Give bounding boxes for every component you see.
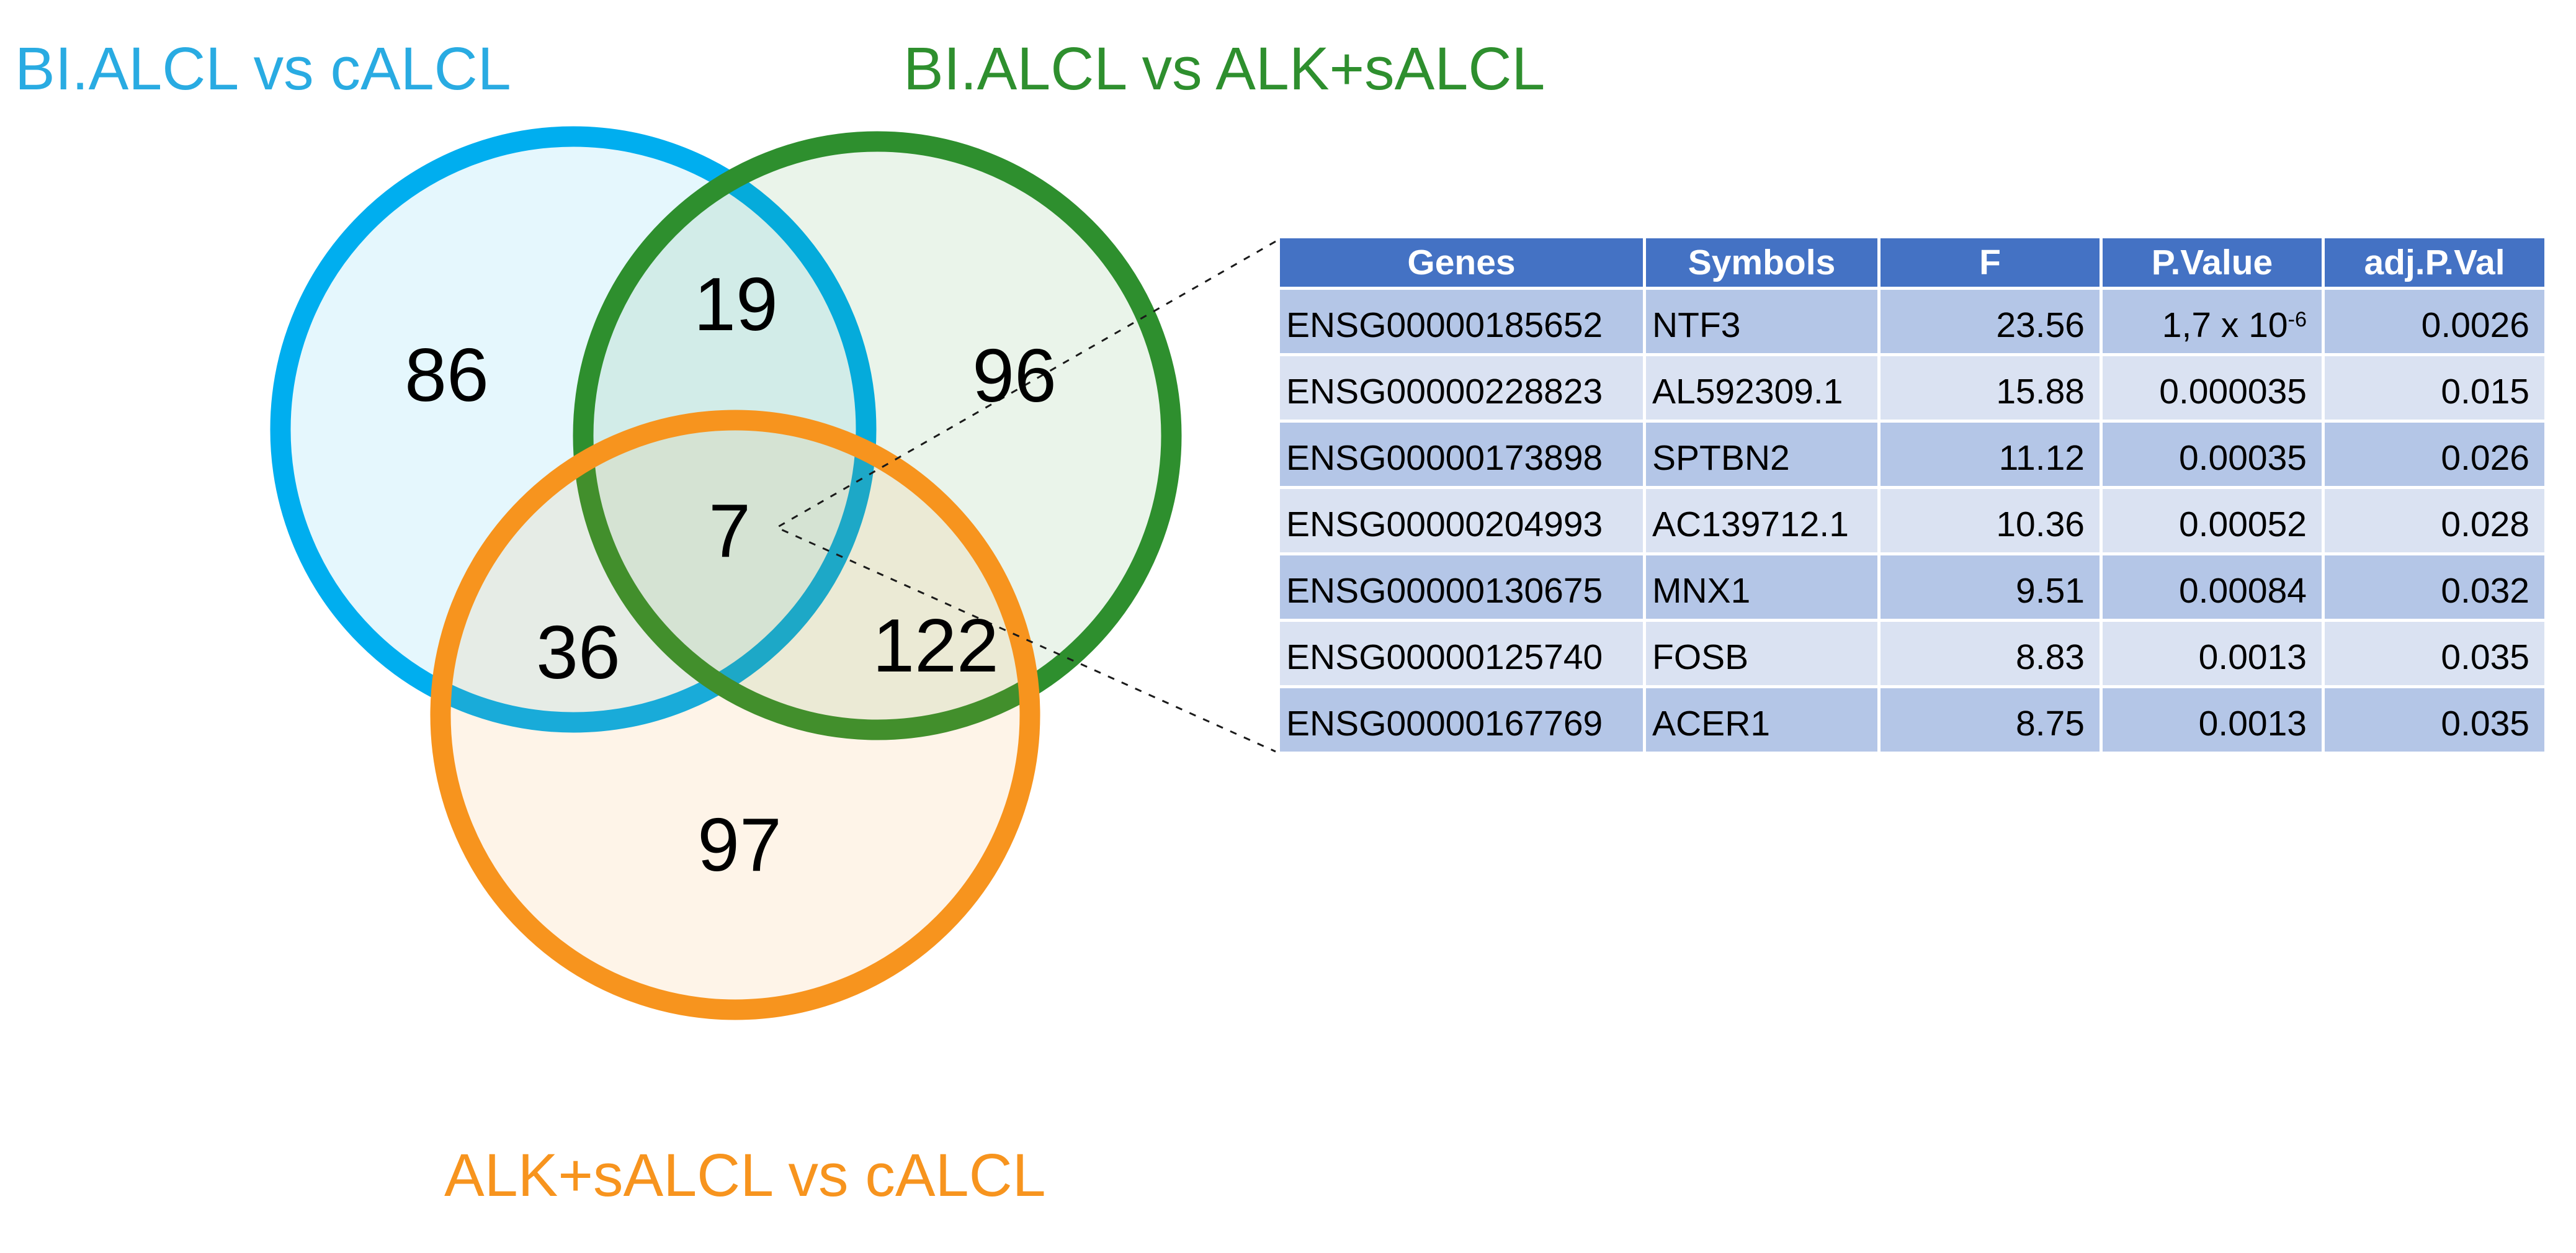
cell-symbol: AC139712.1	[1643, 486, 1881, 555]
cell-f: 15.88	[1877, 353, 2103, 423]
cell-adjpval: 0.035	[2322, 685, 2547, 755]
cell-pvalue: 0.0013	[2100, 685, 2325, 755]
cell-gene: ENSG00000204993	[1277, 486, 1646, 555]
column-header-f: F	[1877, 235, 2103, 290]
cell-pvalue: 0.00035	[2100, 420, 2325, 489]
venn-circle-orange	[430, 410, 1040, 1020]
cell-adjpval: 0.015	[2322, 353, 2547, 423]
venn-count-blue-green: 19	[694, 262, 778, 346]
cell-f: 8.75	[1877, 685, 2103, 755]
cell-adjpval: 0.035	[2322, 619, 2547, 688]
cell-gene: ENSG00000173898	[1277, 420, 1646, 489]
cell-pvalue: 0.0013	[2100, 619, 2325, 688]
cell-f: 9.51	[1877, 552, 2103, 622]
cell-gene: ENSG00000130675	[1277, 552, 1646, 622]
cell-f: 8.83	[1877, 619, 2103, 688]
column-header-p-value: P.Value	[2100, 235, 2325, 290]
cell-symbol: SPTBN2	[1643, 420, 1881, 489]
pvalue-exponent: -6	[2288, 307, 2307, 331]
cell-gene: ENSG00000125740	[1277, 619, 1646, 688]
column-header-genes: Genes	[1277, 235, 1646, 290]
cell-pvalue: 0.00052	[2100, 486, 2325, 555]
cell-gene: ENSG00000167769	[1277, 685, 1646, 755]
venn-count-blue-only: 86	[405, 333, 489, 417]
venn-count-blue-orange: 36	[536, 610, 620, 694]
cell-pvalue: 0.000035	[2100, 353, 2325, 423]
cell-symbol: MNX1	[1643, 552, 1881, 622]
venn-set-label-blue: BI.ALCL vs cALCL	[15, 35, 511, 102]
cell-adjpval: 0.0026	[2322, 287, 2547, 356]
cell-symbol: ACER1	[1643, 685, 1881, 755]
cell-gene: ENSG00000185652	[1277, 287, 1646, 356]
callout-line	[774, 240, 1276, 753]
cell-gene: ENSG00000228823	[1277, 353, 1646, 423]
venn-count-green-only: 96	[972, 333, 1057, 418]
cell-adjpval: 0.028	[2322, 486, 2547, 555]
venn-set-label-green: BI.ALCL vs ALK+sALCL	[903, 35, 1545, 102]
column-header-symbols: Symbols	[1643, 235, 1881, 290]
cell-symbol: NTF3	[1643, 287, 1881, 356]
cell-pvalue: 0.00084	[2100, 552, 2325, 622]
venn-count-orange-only: 97	[697, 802, 782, 887]
venn-count-green-orange: 122	[872, 603, 999, 688]
cell-f: 11.12	[1877, 420, 2103, 489]
venn-circle-green	[573, 131, 1182, 740]
venn-set-label-orange: ALK+sALCL vs cALCL	[444, 1141, 1046, 1209]
cell-symbol: AL592309.1	[1643, 353, 1881, 423]
cell-f: 23.56	[1877, 287, 2103, 356]
cell-adjpval: 0.026	[2322, 420, 2547, 489]
cell-pvalue: 1,7 x 10-6	[2100, 287, 2325, 356]
cell-symbol: FOSB	[1643, 619, 1881, 688]
cell-adjpval: 0.032	[2322, 552, 2547, 622]
venn-count-center: 7	[709, 488, 751, 573]
column-header-adj-p-val: adj.P.Val	[2322, 235, 2547, 290]
cell-f: 10.36	[1877, 486, 2103, 555]
